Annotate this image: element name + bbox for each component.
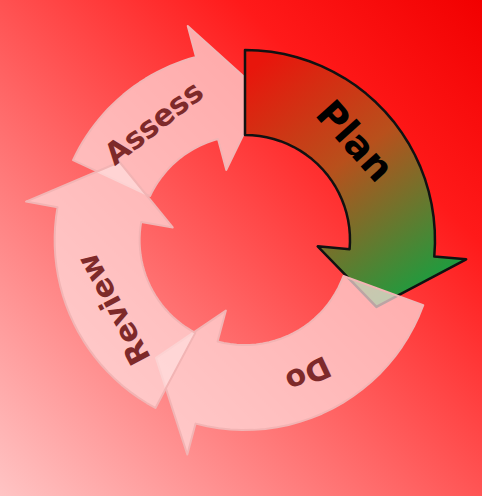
arrow-path <box>245 50 466 307</box>
cycle-arrow: Review <box>23 159 198 411</box>
arrow-outline <box>242 47 469 310</box>
cycle-arrow: Plan <box>242 47 469 310</box>
arrow-path <box>156 276 423 455</box>
cycle-arrow: Do <box>153 273 426 458</box>
arrow-path <box>26 162 195 408</box>
